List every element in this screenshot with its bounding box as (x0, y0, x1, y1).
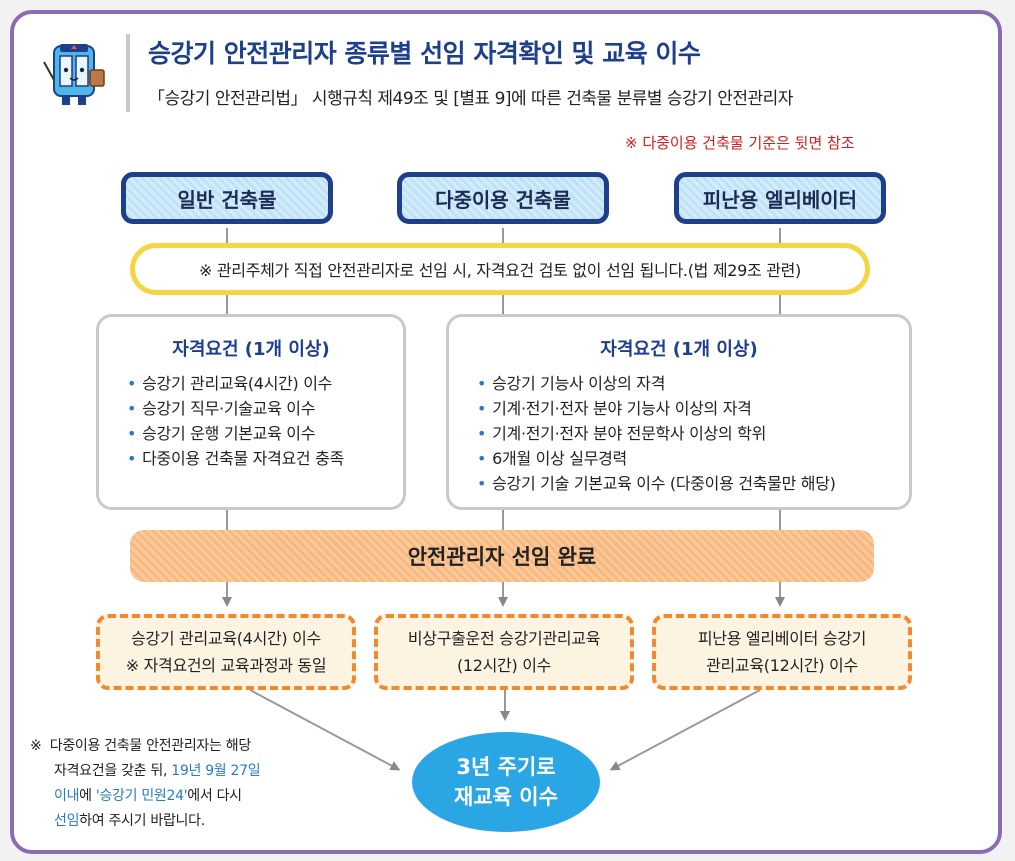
page-title: 승강기 안전관리자 종류별 선임 자격확인 및 교육 이수 (148, 39, 701, 68)
requirement-item: •다중이용 건축물 자격요건 충족 (127, 449, 344, 468)
requirement-item: •6개월 이상 실무경력 (477, 449, 627, 468)
requirements-title: 자격요건 (1개 이상) (600, 339, 758, 360)
elevator-mascot-icon (43, 44, 105, 105)
title-divider (126, 34, 130, 112)
category-multi-use-building: 다중이용 건축물 (397, 172, 609, 224)
requirements-box-general: 자격요건 (1개 이상) •승강기 관리교육(4시간) 이수 •승강기 직무·기… (96, 314, 406, 510)
requirement-item: •승강기 운행 기본교육 이수 (127, 424, 316, 443)
category-evacuation-elevator: 피난용 엘리베이터 (674, 172, 886, 224)
requirement-item: •승강기 관리교육(4시간) 이수 (127, 374, 333, 393)
requirement-item: •기계·전기·전자 분야 기능사 이상의 자격 (477, 399, 752, 418)
page-subtitle: 「승강기 안전관리법」 시행규칙 제49조 및 [별표 9]에 따른 건축물 분… (148, 89, 793, 109)
education-box-multi-use: 비상구출운전 승강기관리교육(12시간) 이수 (374, 614, 634, 690)
appointment-complete-banner: 안전관리자 선임 완료 (130, 530, 874, 582)
requirements-box-multi-evac: 자격요건 (1개 이상) •승강기 기능사 이상의 자격 •기계·전기·전자 분… (446, 314, 912, 510)
requirement-item: •승강기 기능사 이상의 자격 (477, 374, 666, 393)
requirement-item: •승강기 직무·기술교육 이수 (127, 399, 316, 418)
category-general-building: 일반 건축물 (121, 172, 333, 224)
footnote: ※ 다중이용 건축물 안전관리자는 해당 자격요건을 갖춘 뒤, 19년 9월 … (30, 738, 261, 829)
requirements-title: 자격요건 (1개 이상) (172, 339, 330, 360)
requirement-item: •승강기 기술 기본교육 이수 (다중이용 건축물만 해당) (477, 474, 836, 493)
education-box-general: 승강기 관리교육(4시간) 이수※ 자격요건의 교육과정과 동일 (96, 614, 356, 690)
requirement-item: •기계·전기·전자 분야 전문학사 이상의 학위 (477, 424, 766, 443)
direct-appointment-notice: ※ 관리주체가 직접 안전관리자로 선임 시, 자격요건 검토 없이 선임 됩니… (130, 243, 870, 295)
reference-note: ※ 다중이용 건축물 기준은 뒷면 참조 (625, 134, 855, 152)
